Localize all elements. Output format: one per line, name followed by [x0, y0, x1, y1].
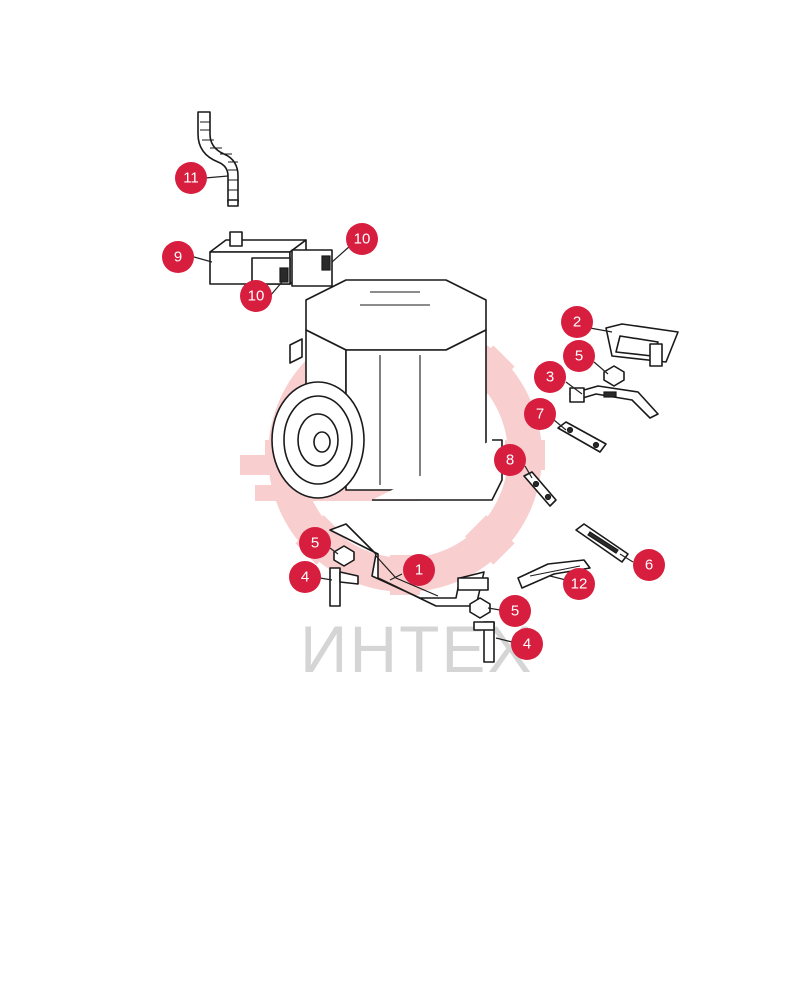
svg-text:9: 9: [174, 249, 182, 266]
watermark-text: ИНТЕХ: [300, 612, 533, 686]
svg-text:4: 4: [523, 636, 531, 653]
callout-4-right: 4: [511, 628, 543, 660]
svg-text:5: 5: [575, 348, 583, 365]
bracket-part-3: [569, 385, 659, 419]
callout-3: 3: [534, 361, 566, 393]
svg-text:10: 10: [354, 231, 371, 248]
callout-8: 8: [494, 444, 526, 476]
svg-text:11: 11: [183, 170, 199, 187]
svg-text:10: 10: [248, 288, 265, 305]
plate-part-6: [575, 523, 629, 563]
svg-text:6: 6: [645, 557, 653, 574]
callout-6: 6: [633, 549, 665, 581]
callout-5-upper: 5: [563, 340, 595, 372]
plate-part-7: [557, 421, 607, 453]
nut-part-5b: [333, 545, 355, 567]
callout-7: 7: [524, 398, 556, 430]
bracket-part-2: [605, 323, 679, 367]
hose-part-11: [197, 111, 239, 207]
callout-5-left: 5: [299, 527, 331, 559]
callout-4-left: 4: [289, 561, 321, 593]
callout-10-upper: 10: [346, 223, 378, 255]
frame-part-1: [329, 523, 489, 607]
callout-5-right: 5: [499, 595, 531, 627]
bracket-part-4b: [473, 621, 495, 663]
callout-11: 11: [175, 162, 207, 194]
callout-9: 9: [162, 241, 194, 273]
leader-lines: [193, 175, 634, 643]
muffler-part-9: [209, 231, 333, 287]
strap-part-12: [517, 559, 591, 589]
nut-part-5a: [603, 365, 625, 387]
callout-1: 1: [403, 554, 435, 586]
svg-text:4: 4: [301, 569, 309, 586]
nut-part-5c: [469, 597, 491, 619]
svg-text:1: 1: [415, 562, 423, 579]
callout-12: 12: [563, 568, 595, 600]
callout-10-lower: 10: [240, 280, 272, 312]
svg-text:12: 12: [571, 576, 588, 593]
svg-text:2: 2: [573, 314, 581, 331]
svg-text:3: 3: [546, 369, 554, 386]
engine-block: [271, 279, 503, 501]
svg-text:7: 7: [536, 406, 544, 423]
svg-text:5: 5: [311, 535, 319, 552]
svg-text:5: 5: [511, 603, 519, 620]
bracket-part-4a: [329, 567, 359, 607]
callout-2: 2: [561, 306, 593, 338]
svg-text:8: 8: [506, 452, 514, 469]
